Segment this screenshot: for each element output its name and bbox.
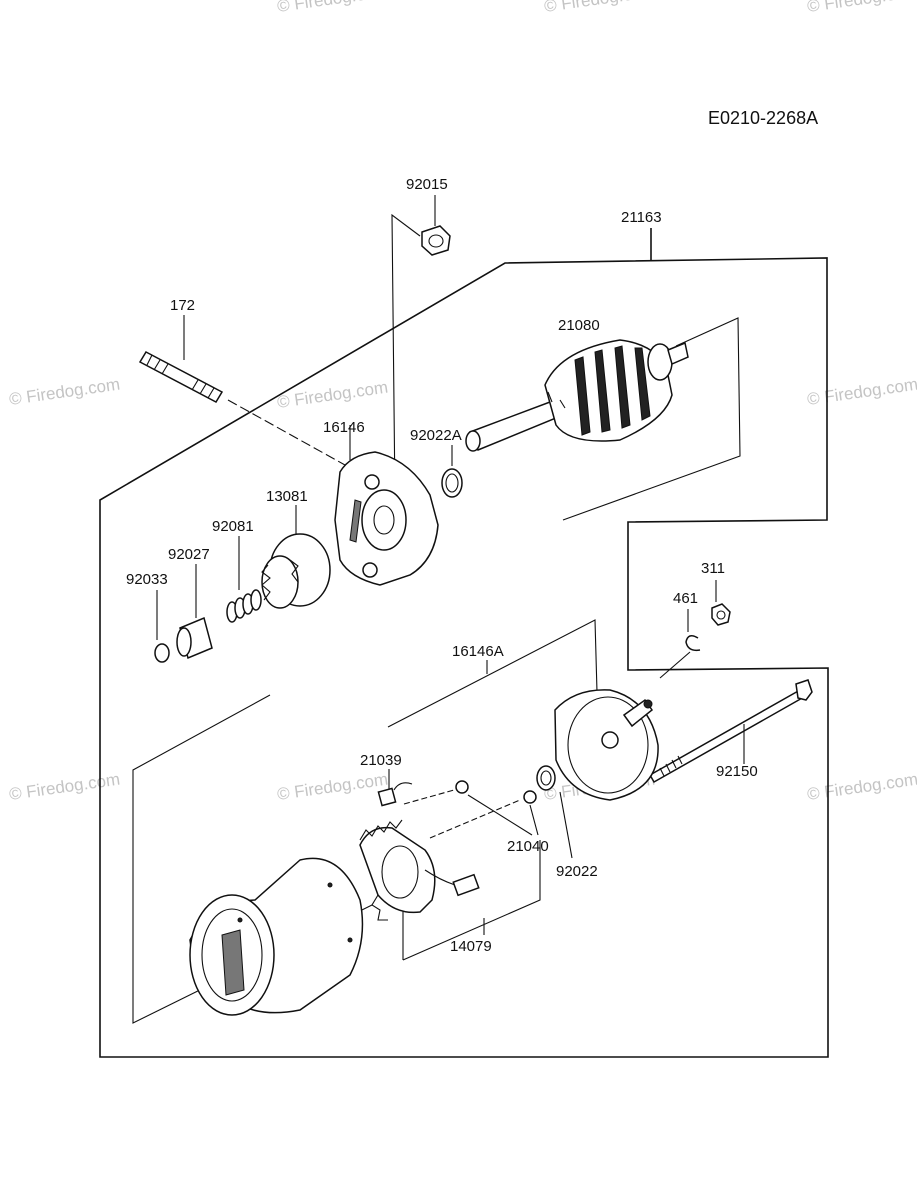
watermark-text: © Firedog.com <box>8 375 121 409</box>
yoke-housing <box>189 857 364 1016</box>
watermark-text: © Firedog.com <box>8 770 121 804</box>
watermark-text: © Firedog.com <box>276 770 389 804</box>
part-label-172: 172 <box>170 297 195 314</box>
long-bolt-92150 <box>648 679 813 784</box>
circlip-92033 <box>154 590 170 663</box>
part-label-461: 461 <box>673 590 698 607</box>
washer-92022A <box>441 445 463 498</box>
brush-21039 <box>377 769 455 807</box>
brush-plate-14079 <box>359 819 480 921</box>
armature-21080 <box>465 339 689 452</box>
part-label-21040: 21040 <box>507 838 549 855</box>
part-label-21080: 21080 <box>558 317 600 334</box>
end-cover-16146 <box>334 425 439 586</box>
pinion-13081 <box>261 505 331 609</box>
part-label-16146A: 16146A <box>452 643 504 660</box>
nut-axis-line <box>391 213 421 501</box>
part-label-92015: 92015 <box>406 176 448 193</box>
watermark-text: © Firedog.com <box>806 0 917 16</box>
watermark-text: © Firedog.com <box>276 378 389 412</box>
nut-311 <box>711 580 731 626</box>
part-label-92022: 92022 <box>556 863 598 880</box>
part-label-14079: 14079 <box>450 938 492 955</box>
watermark-text: © Firedog.com <box>806 770 917 804</box>
part-label-92081: 92081 <box>212 518 254 535</box>
part-label-21039: 21039 <box>360 752 402 769</box>
armature-bracket <box>562 317 741 521</box>
part-label-13081: 13081 <box>266 488 308 505</box>
part-label-92022A: 92022A <box>410 427 462 444</box>
end-cap-16146A <box>554 689 659 801</box>
shaft-line <box>227 399 346 466</box>
springs-21040 <box>429 780 539 839</box>
watermark-text: © Firedog.com <box>806 375 917 409</box>
through-bolt-172 <box>138 351 224 403</box>
assembly-outline <box>99 257 829 1058</box>
washer-461 <box>659 609 701 679</box>
nut-92015 <box>421 225 451 256</box>
part-label-92150: 92150 <box>716 763 758 780</box>
part-label-92027: 92027 <box>168 546 210 563</box>
watermark-text: © Firedog.com <box>276 0 389 16</box>
part-label-92033: 92033 <box>126 571 168 588</box>
diagram-reference-code: E0210-2268A <box>708 108 818 128</box>
part-label-16146: 16146 <box>323 419 365 436</box>
watermark-text: © Firedog.com <box>543 0 656 16</box>
washer-92022 <box>536 765 573 859</box>
brush-plate-bracket <box>387 619 598 728</box>
part-labels: 92015 21163 172 21080 16146 92022A 13081… <box>126 176 758 955</box>
spring-92081 <box>226 536 262 623</box>
part-label-21163: 21163 <box>621 209 662 226</box>
collar-92027 <box>176 564 213 660</box>
part-label-311: 311 <box>701 560 725 577</box>
